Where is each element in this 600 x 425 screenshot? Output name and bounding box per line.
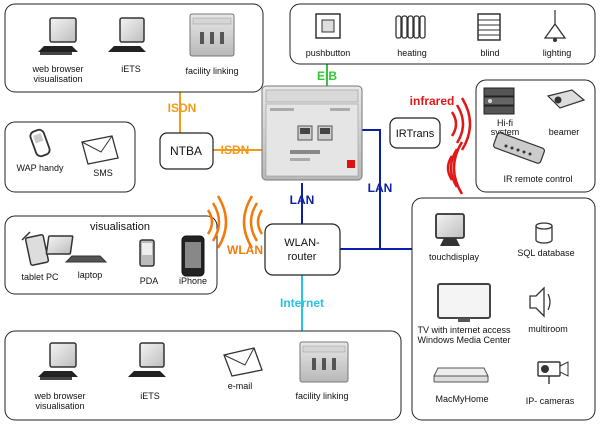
lan-line-right xyxy=(362,129,412,250)
top-facility-linking-label: facility linking xyxy=(185,66,238,76)
ir-remote-icon xyxy=(493,132,545,164)
wap-label: WAP handy xyxy=(16,163,64,173)
tv-label-2: Windows Media Center xyxy=(417,335,510,345)
tv-label-1: TV with internet access xyxy=(417,325,511,335)
hifi-label-1: Hi-fi xyxy=(497,118,513,128)
lighting-icon xyxy=(543,10,567,42)
wap-handy-icon xyxy=(29,128,51,158)
blind-label: blind xyxy=(480,48,499,58)
laptop-label: laptop xyxy=(78,270,103,280)
top-web-browser-label-1: web browser xyxy=(31,64,83,74)
heating-label: heating xyxy=(397,48,427,58)
facility-linking-device-top xyxy=(189,13,235,57)
top-iets-label: iETS xyxy=(121,64,141,74)
pushbutton-icon xyxy=(315,13,341,39)
bottom-iets-label: iETS xyxy=(140,391,160,401)
sql-database-icon xyxy=(535,222,553,244)
irtrans-label: IRTrans xyxy=(396,128,435,140)
ip-cameras-label: IP- cameras xyxy=(526,396,575,406)
visualisation-title: visualisation xyxy=(90,221,150,233)
box-top-right xyxy=(289,3,596,65)
speaker-icon xyxy=(529,286,551,318)
multiroom-label: multiroom xyxy=(528,324,568,334)
internet-label: Internet xyxy=(280,296,324,310)
beamer-icon xyxy=(546,89,586,109)
infrared-waves-upper xyxy=(450,97,472,151)
email-envelope-icon xyxy=(223,347,263,377)
sql-label: SQL database xyxy=(517,248,574,258)
irtrans-node: IRTrans xyxy=(389,117,441,149)
pda-label: PDA xyxy=(140,276,159,286)
sms-envelope-icon xyxy=(81,135,119,165)
ir-remote-label: IR remote control xyxy=(503,174,572,184)
wlan-waves-left xyxy=(206,195,228,249)
facility-linking-device-bottom xyxy=(299,341,349,383)
wlan-waves-right xyxy=(242,195,264,249)
iphone-label: iPhone xyxy=(179,276,207,286)
web-browser-pc-top xyxy=(38,17,78,55)
heating-icon xyxy=(395,15,426,39)
hifi-label-2: system xyxy=(491,127,520,137)
iets-pc-bottom xyxy=(128,342,166,377)
router-label: WLAN-router xyxy=(284,237,320,263)
bottom-facility-linking-label: facility linking xyxy=(295,391,348,401)
mac-mini-icon xyxy=(433,367,489,383)
touchdisplay-icon xyxy=(435,213,465,246)
touchdisplay-label: touchdisplay xyxy=(429,252,480,262)
web-browser-pc-bottom xyxy=(38,342,78,380)
ip-camera-icon xyxy=(537,361,569,384)
wlan-label: WLAN xyxy=(227,243,263,257)
pushbutton-label: pushbutton xyxy=(306,48,351,58)
beamer-label: beamer xyxy=(549,127,580,137)
tablet-pc-icon xyxy=(21,231,50,266)
iets-pc-top xyxy=(108,17,146,52)
wlan-router-node: WLAN-router xyxy=(264,223,341,276)
macmyhome-label: MacMyHome xyxy=(435,394,488,404)
sms-label: SMS xyxy=(93,168,113,178)
eib-label: EIB xyxy=(317,69,337,83)
infrared-waves-lower xyxy=(446,141,464,195)
isdn-right-label: ISDN xyxy=(221,143,250,157)
tv-icon xyxy=(437,283,491,322)
isdn-top-label: ISDN xyxy=(168,101,197,115)
laptop-icon xyxy=(45,235,108,263)
connection-lines xyxy=(179,64,412,331)
bottom-web-browser-label-1: web browser xyxy=(33,391,85,401)
pda-icon xyxy=(139,239,155,267)
bottom-web-browser-label-2: visualisation xyxy=(35,401,84,411)
lan-right-label: LAN xyxy=(368,181,393,195)
hifi-system-icon xyxy=(483,87,515,115)
knx-ip-gateway xyxy=(261,85,363,181)
iphone-icon xyxy=(181,235,205,277)
ntba-node: NTBA xyxy=(159,132,214,170)
email-label: e-mail xyxy=(228,381,253,391)
lighting-label: lighting xyxy=(543,48,572,58)
infrared-label: infrared xyxy=(410,94,455,108)
lan-center-label: LAN xyxy=(290,193,315,207)
tablet-label: tablet PC xyxy=(21,272,59,282)
ntba-label: NTBA xyxy=(170,144,202,158)
top-web-browser-label-2: visualisation xyxy=(33,74,82,84)
blind-icon xyxy=(477,13,501,41)
